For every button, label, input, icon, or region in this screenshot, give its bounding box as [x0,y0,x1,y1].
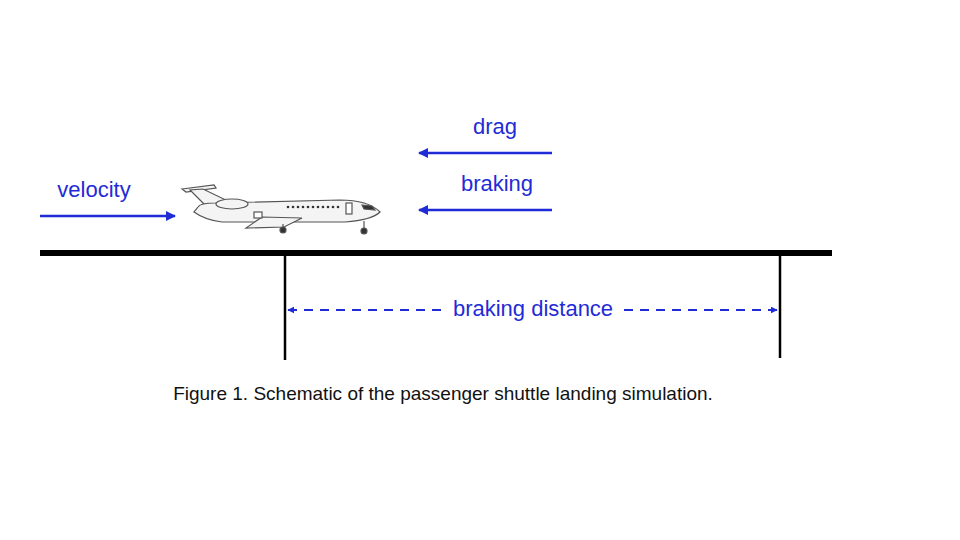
door [254,212,262,218]
force-label: drag [473,114,517,139]
runway-line [40,250,832,256]
end-marker [779,253,782,358]
airplane-illustration [182,185,380,234]
cockpit-window [362,205,375,210]
velocity-arrow [40,215,175,218]
nose-wheel [361,228,367,234]
start-marker [284,253,287,360]
figure-caption: Figure 1. Schematic of the passenger shu… [173,383,713,406]
velocity-label: velocity [57,177,130,202]
braking-arrow [419,209,552,212]
force-label: braking [461,171,533,196]
front-door [346,203,352,214]
wing [246,217,302,228]
distance-label: braking distance [447,296,619,321]
window-row [287,206,340,209]
drag-arrow [419,152,552,155]
engine [216,199,248,209]
main-wheel [280,227,286,233]
